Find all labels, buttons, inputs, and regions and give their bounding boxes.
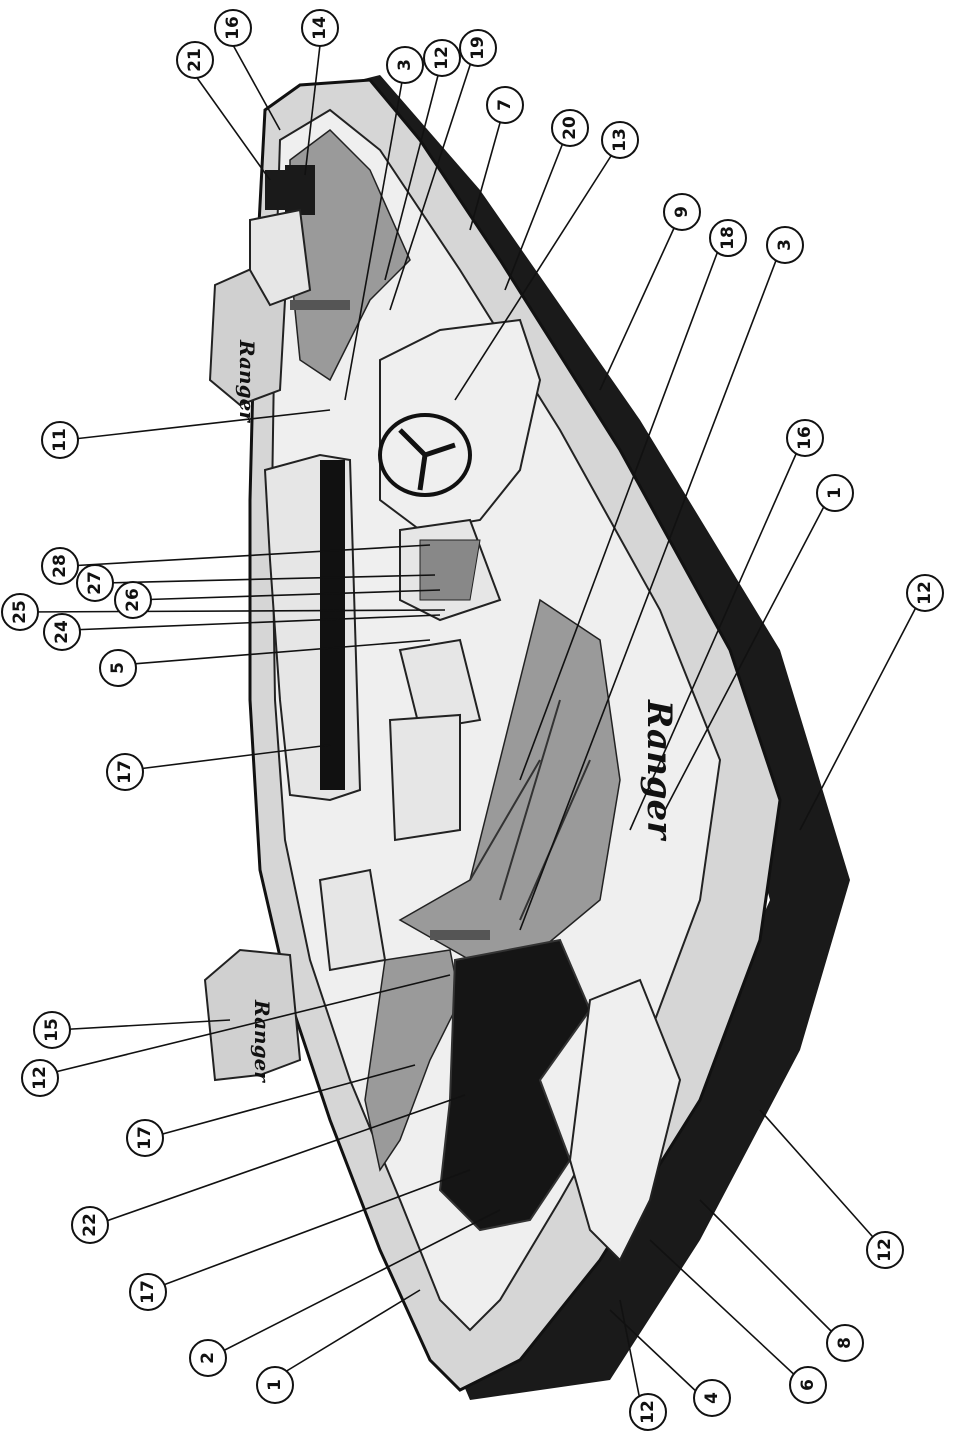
svg-text:24: 24 <box>52 620 72 644</box>
svg-text:26: 26 <box>123 588 143 612</box>
callout-17-front: 17 <box>126 1119 164 1157</box>
console <box>378 318 542 622</box>
steering-hub <box>398 428 456 491</box>
callout-12-bow: 12 <box>629 1393 667 1431</box>
callout-25: 25 <box>1 593 39 631</box>
rear-seat: Ranger <box>208 208 312 423</box>
callout-1-bow: 1 <box>256 1366 294 1404</box>
callout-16-rear: 16 <box>214 9 252 47</box>
callout-12-bow-side: 12 <box>866 1231 904 1269</box>
svg-text:19: 19 <box>468 36 488 60</box>
svg-text:2: 2 <box>198 1352 218 1364</box>
front-deck <box>364 598 621 1172</box>
callout-14: 14 <box>301 9 339 47</box>
svg-text:3: 3 <box>395 59 415 71</box>
svg-text:9: 9 <box>672 206 692 218</box>
svg-text:8: 8 <box>835 1337 855 1349</box>
svg-text:28: 28 <box>50 554 70 578</box>
callout-12-side: 12 <box>906 574 944 612</box>
svg-text:1: 1 <box>825 487 845 499</box>
callout-20: 20 <box>551 109 589 147</box>
rear-storage-hatch <box>285 165 315 215</box>
rear-panel <box>265 170 287 210</box>
leader-lines <box>19 44 926 1401</box>
storage-box <box>263 453 362 802</box>
svg-text:4: 4 <box>702 1392 722 1404</box>
rear-pedestal-post <box>290 300 350 310</box>
callout-12-front-seat: 12 <box>21 1059 59 1097</box>
callout-1-side: 1 <box>816 474 854 512</box>
callout-27: 27 <box>76 564 114 602</box>
svg-text:12: 12 <box>638 1400 658 1424</box>
svg-text:12: 12 <box>30 1066 50 1090</box>
svg-text:6: 6 <box>798 1379 818 1391</box>
front-seat: Ranger <box>203 868 387 1083</box>
svg-text:18: 18 <box>718 226 738 250</box>
svg-text:25: 25 <box>10 600 30 624</box>
callout-26: 26 <box>114 581 152 619</box>
callout-4: 4 <box>693 1379 731 1417</box>
callout-21: 21 <box>176 41 214 79</box>
svg-text:13: 13 <box>610 128 630 152</box>
callout-6: 6 <box>789 1366 827 1404</box>
svg-text:14: 14 <box>310 16 330 40</box>
callout-2: 2 <box>189 1339 227 1377</box>
svg-text:17: 17 <box>138 1280 158 1304</box>
callout-28: 28 <box>41 547 79 585</box>
steering-wheel <box>378 413 472 497</box>
svg-text:3: 3 <box>775 239 795 251</box>
callout-3-front: 3 <box>766 226 804 264</box>
svg-text:12: 12 <box>915 581 935 605</box>
callout-17-box: 17 <box>106 753 144 791</box>
callout-7: 7 <box>486 86 524 124</box>
svg-text:12: 12 <box>432 46 452 70</box>
callout-12-rear: 12 <box>423 39 461 77</box>
console-gauges <box>419 539 481 601</box>
callout-16-front: 16 <box>786 419 824 457</box>
callout-13: 13 <box>601 121 639 159</box>
svg-text:7: 7 <box>495 99 515 111</box>
svg-text:5: 5 <box>108 662 128 674</box>
callout-19: 19 <box>459 29 497 67</box>
svg-text:15: 15 <box>42 1018 62 1042</box>
callout-22: 22 <box>71 1206 109 1244</box>
rear-deck <box>265 129 411 382</box>
callout-11: 11 <box>41 421 79 459</box>
driver-seat <box>388 638 482 842</box>
svg-text:17: 17 <box>115 760 135 784</box>
svg-text:22: 22 <box>80 1213 100 1237</box>
svg-text:11: 11 <box>50 428 70 452</box>
front-seat-brand: Ranger <box>250 999 274 1083</box>
callout-5: 5 <box>99 649 137 687</box>
callout-15: 15 <box>33 1011 71 1049</box>
svg-text:21: 21 <box>185 48 205 72</box>
svg-text:17: 17 <box>135 1126 155 1150</box>
callouts: 16 14 21 3 12 19 7 20 13 9 18 3 11 16 1 … <box>1 9 944 1431</box>
svg-text:20: 20 <box>560 116 580 140</box>
callout-17-bow: 17 <box>129 1273 167 1311</box>
rear-seat-brand: Ranger <box>235 339 259 423</box>
callout-24: 24 <box>43 613 81 651</box>
bow-well <box>438 938 682 1262</box>
callout-8: 8 <box>826 1324 864 1362</box>
svg-text:16: 16 <box>795 426 815 450</box>
svg-text:12: 12 <box>875 1238 895 1262</box>
hull-brand: Ranger <box>639 699 679 841</box>
callout-9: 9 <box>663 193 701 231</box>
callout-3-rear: 3 <box>386 46 424 84</box>
svg-text:16: 16 <box>223 16 243 40</box>
svg-text:27: 27 <box>85 571 105 595</box>
front-pedestal-post <box>430 930 490 940</box>
callout-18: 18 <box>709 219 747 257</box>
svg-text:1: 1 <box>265 1379 285 1391</box>
